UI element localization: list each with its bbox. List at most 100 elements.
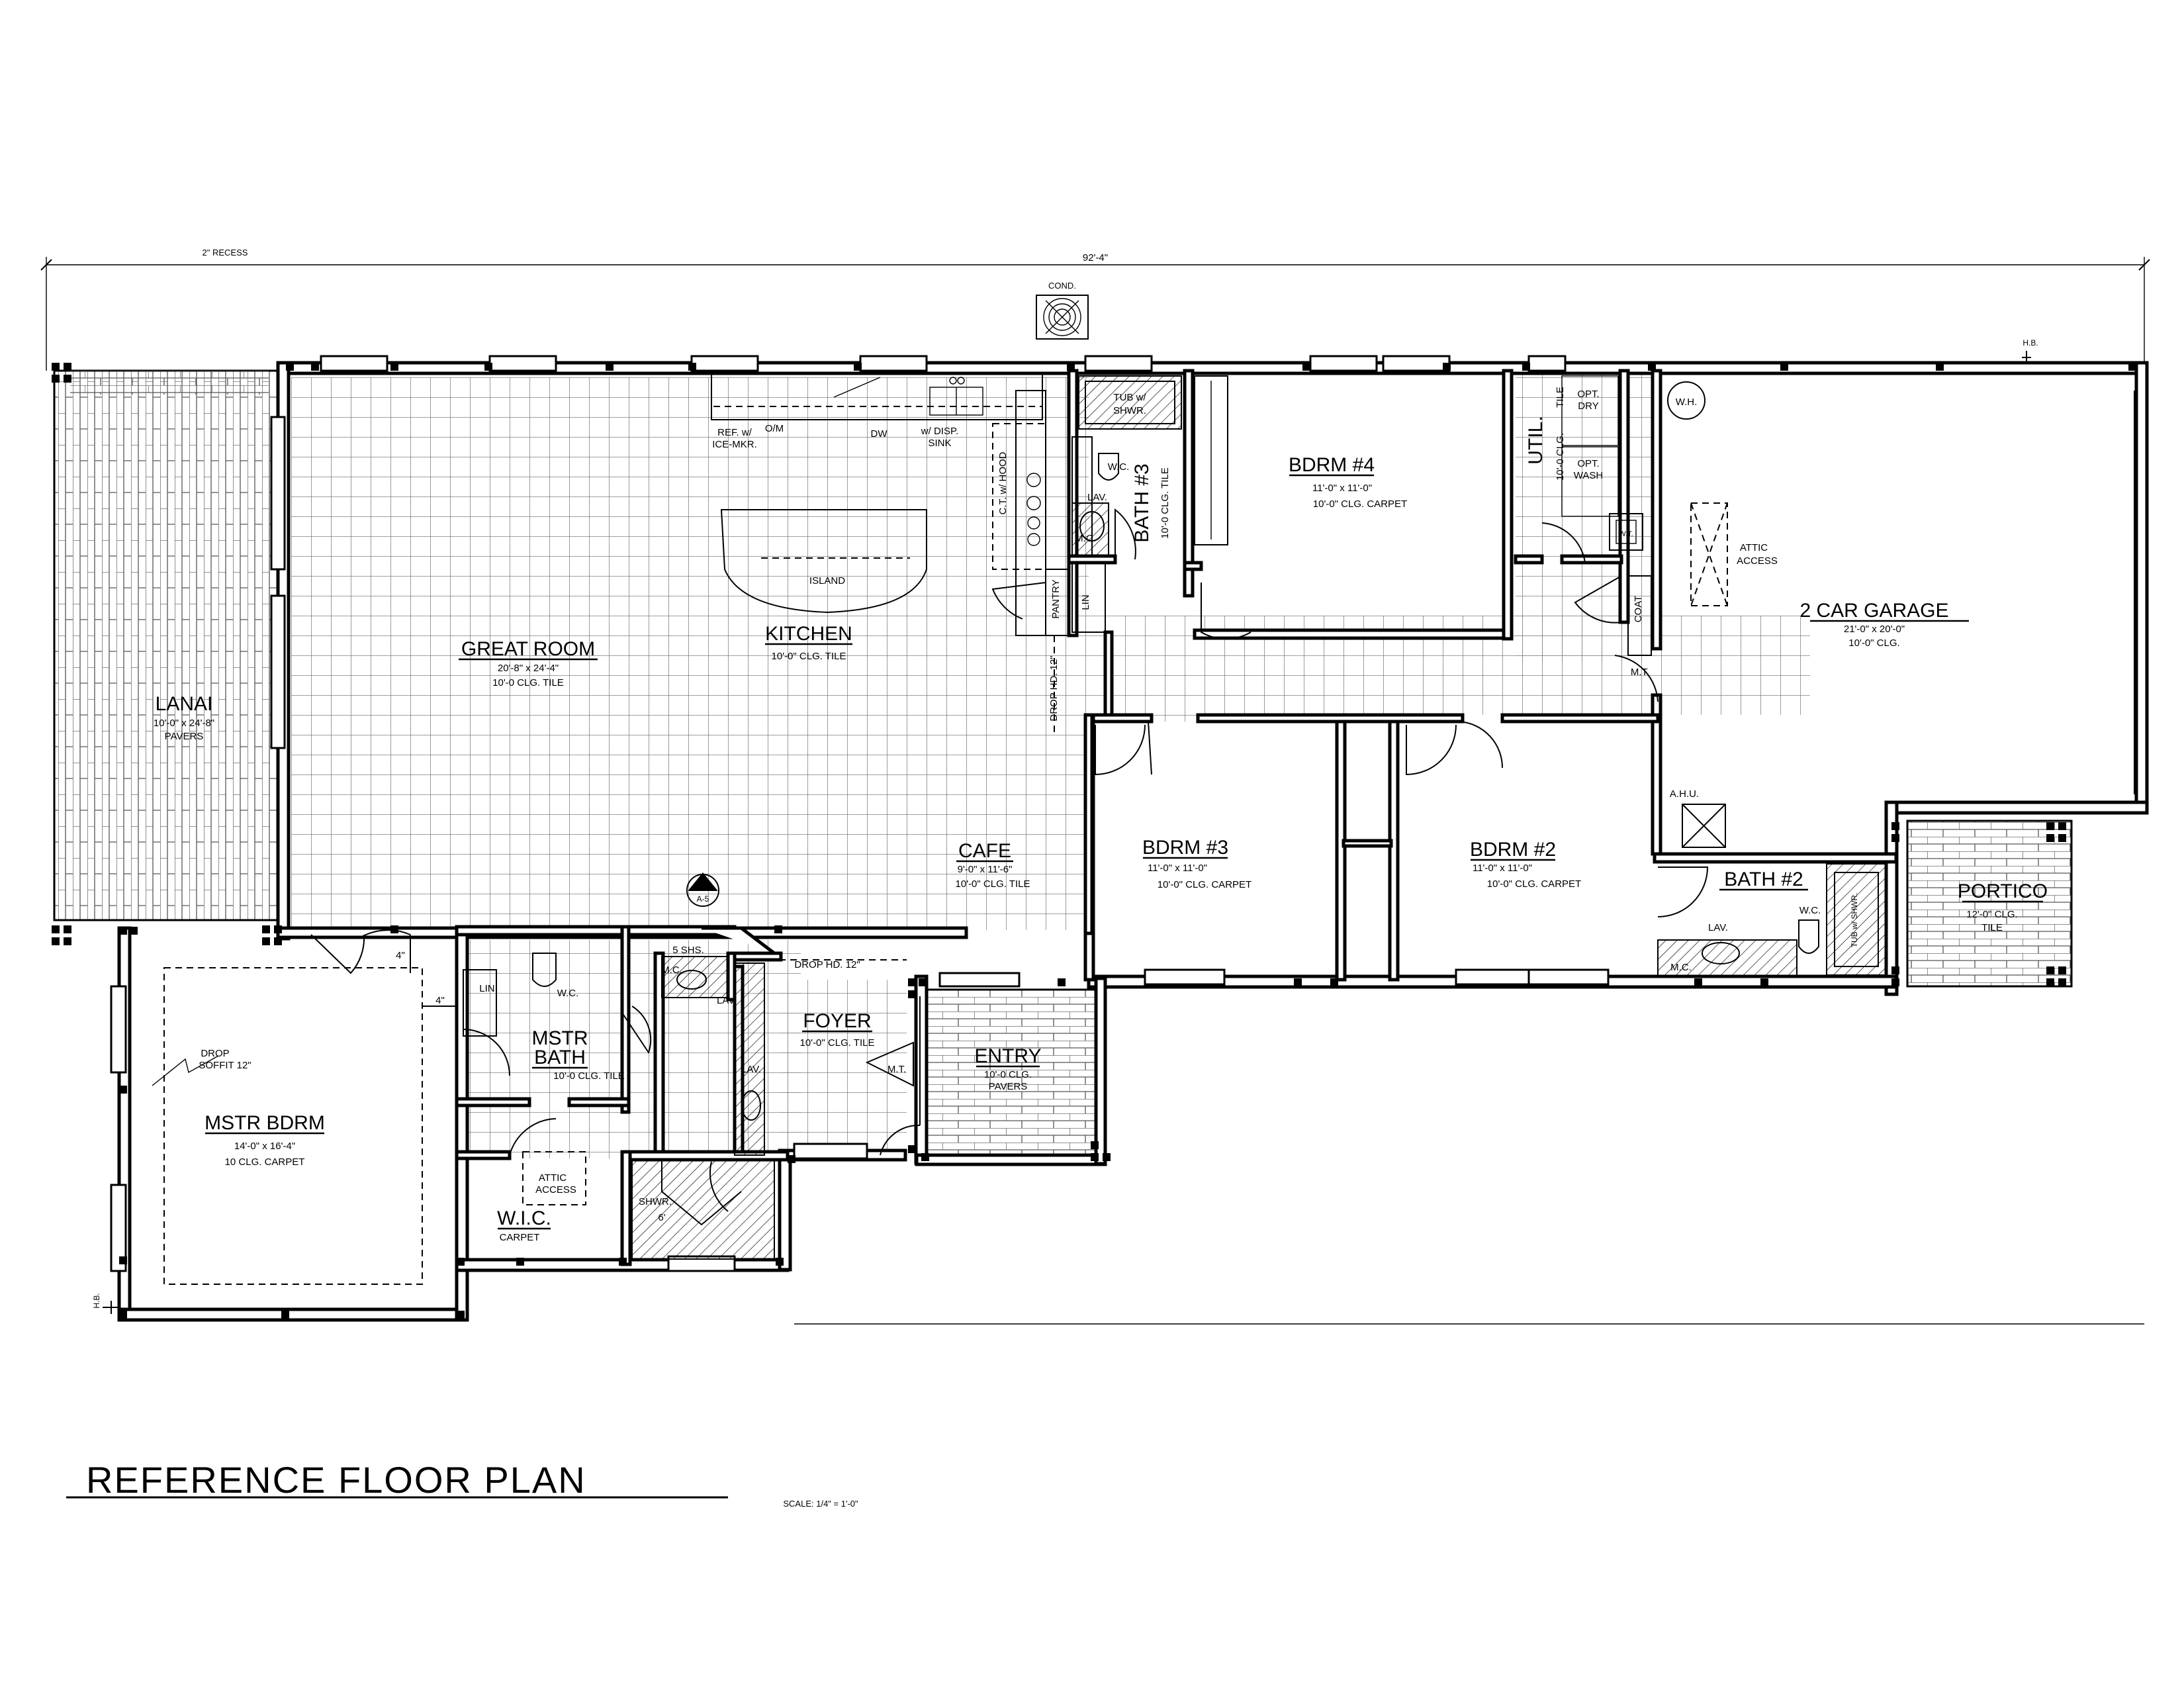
- lav-label-mstr: LAV.: [717, 995, 737, 1006]
- cafe-dims: 9'-0" x 11'-6": [958, 864, 1013, 875]
- bdrm2-dims: 11'-0" x 11'-0": [1473, 863, 1532, 874]
- foyer-features: M.T.: [865, 996, 921, 1156]
- ahu-label: A.H.U.: [1670, 788, 1699, 800]
- garage-dims: 21'-0" x 20'-0": [1844, 624, 1905, 635]
- tub-shwr-label: TUB w/: [1113, 392, 1146, 403]
- mc-label-bath3: M.C.: [1075, 533, 1096, 544]
- mc-label-mstr: M.C.: [661, 964, 682, 976]
- mstr-bath-note: 10'-0 CLG. TILE: [553, 1070, 625, 1082]
- cafe-note: 10'-0" CLG. TILE: [956, 878, 1030, 890]
- lanai-dims: 10'-0" x 24'-8": [154, 718, 214, 729]
- kitchen-island: ISLAND: [720, 509, 927, 614]
- mc-label-bath2: M.C.: [1670, 962, 1692, 973]
- entry-pavers: [924, 988, 1100, 1166]
- wic-features: ATTIC ACCESS: [509, 1118, 586, 1205]
- bath3-note: 10'-0 CLG. TILE: [1160, 467, 1171, 539]
- mstr-bath-name2: BATH: [534, 1047, 586, 1068]
- overall-dimension-label: 92'-4": [1083, 252, 1108, 263]
- lanai-note: PAVERS: [165, 731, 204, 742]
- pantry-label: PANTRY: [1050, 579, 1062, 618]
- bath2-fixtures: LAV. M.C. W.C. TUB w/ SHWR.: [1657, 863, 1887, 977]
- shwr-mstr2-label: 6': [658, 1212, 665, 1223]
- coat-label: COAT: [1633, 596, 1644, 623]
- attic-label: ATTIC: [1740, 542, 1768, 553]
- mstr-bdrm-note: 10 CLG. CARPET: [225, 1156, 305, 1168]
- dw-label: DW: [871, 428, 888, 440]
- linen-closet: LIN: [1071, 562, 1106, 633]
- bath3-fixtures: TUB w/ SHWR. W.C. LAV. M.C. BATH #3 10'-…: [1071, 375, 1182, 563]
- bdrm4-dims: 11'-0" x 11'-0": [1312, 483, 1372, 494]
- wic-name: W.I.C.: [497, 1207, 551, 1229]
- wc-label-bath2: W.C.: [1799, 905, 1821, 916]
- lav-label-mstr2: LAV.: [741, 1064, 761, 1075]
- overall-dimension-line: 92'-4" 2" RECESS: [40, 248, 2150, 371]
- mstr-bath-fixtures: LIN. W.C. M.C. LAV. LAV. 5 SHS. DROP HD.…: [463, 945, 907, 1260]
- room-labels: LANAI 10'-0" x 24'-8" PAVERS GREAT ROOM …: [154, 454, 2048, 1243]
- island-label: ISLAND: [809, 575, 845, 586]
- kitchen-cabinets: REF. w/ ICE-MKR. O/M DW w/ DISP. SINK C.…: [711, 373, 1046, 636]
- soffit12-label: SOFFIT 12": [199, 1060, 251, 1071]
- kitchen-note: 10'-0" CLG. TILE: [772, 651, 846, 662]
- top-windows: [110, 355, 1610, 1272]
- mt-label: M.T.: [1631, 667, 1649, 678]
- entry-note2: PAVERS: [989, 1081, 1028, 1092]
- cafe-name: CAFE: [958, 840, 1011, 862]
- ref-label: REF. w/: [717, 427, 752, 438]
- cond-label: COND.: [1048, 281, 1076, 291]
- drop-hd-label-foyer: DROP HD. 12": [794, 959, 860, 970]
- condenser-unit: COND.: [1036, 281, 1089, 340]
- wt-label: W.T.: [1619, 530, 1633, 538]
- bdrm3-name: BDRM #3: [1142, 837, 1228, 859]
- recess-note: 2" RECESS: [203, 248, 248, 258]
- bdrm2-name: BDRM #2: [1470, 839, 1556, 861]
- bdrm4-closet: [1194, 375, 1251, 639]
- mt2-label: M.T.: [887, 1064, 906, 1075]
- bath2-name: BATH #2: [1724, 868, 1803, 890]
- access-label: ACCESS: [1737, 555, 1778, 567]
- dim-4-label: 4": [396, 950, 405, 961]
- drop-soffit-label: DROP: [201, 1048, 229, 1059]
- mstr-bdrm-name: MSTR BDRM: [205, 1112, 325, 1134]
- great-room-note: 10'-0 CLG. TILE: [492, 677, 564, 688]
- structural-posts: [52, 363, 2136, 1319]
- wc-label-mstr: W.C.: [557, 988, 579, 999]
- portico-note2: TILE: [1981, 922, 2003, 933]
- section-ref-label: A-5: [697, 894, 709, 904]
- mstr-bdrm-features: 4" 4" DROP SOFFIT 12": [152, 929, 457, 1285]
- ice-maker-label: ICE-MKR.: [712, 439, 757, 450]
- foyer-name: FOYER: [803, 1010, 871, 1032]
- hb-label-bottom: H.B.: [92, 1293, 101, 1308]
- util-tile: TILE: [1555, 387, 1566, 408]
- portico-name: PORTICO: [1958, 880, 2048, 902]
- section-marker: A-5: [686, 872, 719, 907]
- wic-note: CARPET: [500, 1232, 540, 1243]
- dim-4b-label: 4": [435, 995, 445, 1006]
- bedroom-doors: [1095, 721, 1504, 776]
- bdrm4-note: 10'-0" CLG. CARPET: [1313, 498, 1407, 510]
- lin-label: LIN: [1080, 594, 1091, 610]
- wh-label: W.H.: [1676, 397, 1698, 408]
- entry-note: 10'-0 CLG.: [984, 1069, 1032, 1080]
- bdrm4-name: BDRM #4: [1289, 454, 1375, 476]
- hb-label-top: H.B.: [2023, 338, 2038, 348]
- kitchen-name: KITCHEN: [765, 623, 852, 645]
- lanai-name: LANAI: [156, 693, 213, 715]
- bdrm2-note: 10'-0" CLG. CARPET: [1487, 878, 1581, 890]
- foyer-note: 10'-0" CLG. TILE: [800, 1037, 875, 1049]
- lin2-label: LIN.: [479, 983, 498, 994]
- lav-label-bath2: LAV.: [1708, 922, 1728, 933]
- garage-note: 10'-0" CLG.: [1848, 637, 1899, 649]
- disp-label: w/ DISP.: [921, 426, 958, 437]
- bdrm3-note: 10'-0" CLG. CARPET: [1158, 879, 1251, 890]
- garage-name: 2 CAR GARAGE: [1799, 600, 1948, 622]
- shwr-mstr-label: SHWR.: [639, 1196, 672, 1207]
- bdrm3-dims: 11'-0" x 11'-0": [1148, 863, 1207, 874]
- opt-wash-label: OPT.: [1577, 458, 1599, 469]
- plan-title: REFERENCE FLOOR PLAN: [86, 1459, 586, 1501]
- drop-hd-label-kitchen: DROP HD. 12": [1048, 655, 1060, 721]
- shelves-label: 5 SHS.: [672, 945, 704, 956]
- opt-dry-label: OPT.: [1577, 389, 1599, 400]
- lanai-area: [53, 369, 281, 921]
- portico-note: 12'-0" CLG.: [1966, 909, 2017, 920]
- laundry-fixtures: OPT. DRY OPT. WASH W.T. UTIL. 10'-0 CLG.…: [1525, 375, 1659, 702]
